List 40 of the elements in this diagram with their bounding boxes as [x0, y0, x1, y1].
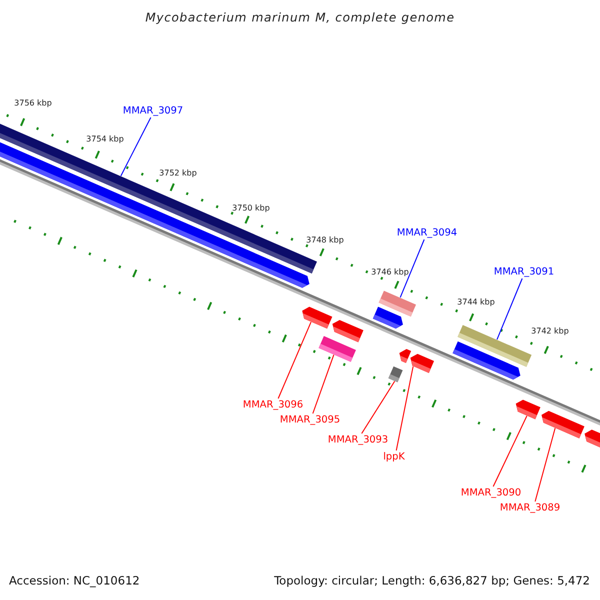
gene-label: lppK	[383, 450, 405, 464]
scale-label: 3756 kbp	[14, 98, 52, 110]
gene-label: MMAR_3095	[280, 414, 340, 426]
leader-line	[396, 366, 414, 451]
gene-label: MMAR_3097	[122, 104, 184, 118]
leader-line	[534, 428, 556, 502]
leader-line	[278, 322, 312, 399]
gene-block	[516, 400, 540, 420]
leader-line	[312, 354, 334, 414]
gene-label: MMAR_3093	[328, 434, 388, 446]
gene-label: MMAR_3096	[242, 398, 304, 412]
leader-line	[120, 117, 152, 176]
scale-label: 3748 kbp	[306, 234, 344, 246]
gene-block	[542, 410, 584, 438]
gene-block	[302, 306, 332, 329]
gene-block	[399, 349, 412, 363]
scale-label: 3750 kbp	[232, 202, 270, 214]
gene-block	[584, 430, 600, 448]
gene-block	[452, 341, 520, 380]
genome-summary-text: Topology: circular; Length: 6,636,827 bp; Genes: 5,472	[274, 574, 590, 588]
feature-bar	[388, 366, 403, 382]
gene-label: MMAR_3094	[396, 226, 458, 240]
leader-line	[361, 380, 396, 434]
leader-line	[492, 415, 528, 487]
scale-label: 3752 kbp	[159, 168, 197, 180]
leader-line	[400, 239, 425, 298]
scale-label: 3746 kbp	[371, 266, 409, 278]
gene-block	[410, 354, 434, 373]
scale-label: 3744 kbp	[457, 296, 495, 308]
gene-label: MMAR_3089	[500, 502, 560, 514]
feature-bar	[318, 336, 356, 362]
gene-label: MMAR_3091	[494, 266, 554, 278]
gene-block	[332, 320, 364, 342]
scale-label: 3754 kbp	[86, 134, 124, 146]
accession-text: Accession: NC_010612	[9, 574, 140, 588]
gene-block	[372, 306, 403, 329]
scale-label: 3742 kbp	[531, 326, 569, 338]
diagram-title: Mycobacterium marinum M, complete genome	[145, 12, 455, 24]
gene-label: MMAR_3090	[460, 486, 522, 500]
leader-line	[496, 278, 523, 340]
